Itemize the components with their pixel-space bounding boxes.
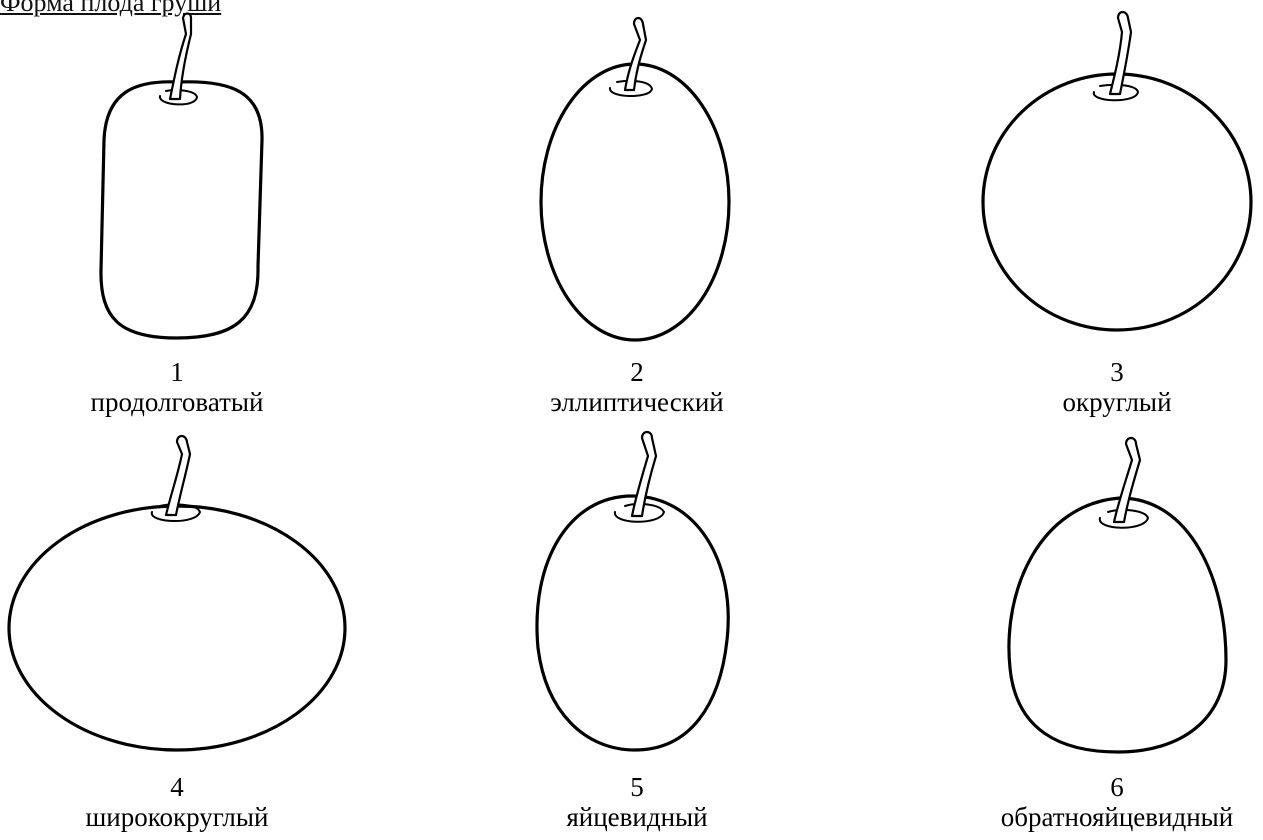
caption-2: 2 эллиптический xyxy=(457,357,817,417)
fruit-5-drawing xyxy=(537,432,728,750)
caption-3: 3 округлый xyxy=(937,357,1263,417)
caption-3-name: округлый xyxy=(937,387,1263,417)
fruit-5-outline xyxy=(537,496,728,750)
fruit-5-stalk xyxy=(632,432,656,516)
caption-1-number: 1 xyxy=(0,357,357,387)
fruit-3-stalk xyxy=(1110,12,1131,94)
fruit-6-stalk xyxy=(1114,438,1140,522)
caption-6-name: обратнояйцевидный xyxy=(937,802,1263,832)
fruit-2-drawing xyxy=(541,18,729,340)
fruit-6-outline xyxy=(1009,498,1226,752)
fruit-2-outline xyxy=(541,64,729,340)
fruit-6-drawing xyxy=(1009,438,1226,752)
caption-5: 5 яйцевидный xyxy=(457,772,817,832)
caption-3-number: 3 xyxy=(937,357,1263,387)
caption-5-number: 5 xyxy=(457,772,817,802)
fruit-1-stalk xyxy=(170,14,191,100)
fruit-3-outline xyxy=(983,74,1251,330)
fruit-4-drawing xyxy=(9,436,345,750)
caption-5-name: яйцевидный xyxy=(457,802,817,832)
caption-4: 4 ширококруглый xyxy=(0,772,357,832)
caption-2-name: эллиптический xyxy=(457,387,817,417)
caption-4-name: ширококруглый xyxy=(0,802,357,832)
caption-6-number: 6 xyxy=(937,772,1263,802)
fruit-4-stalk xyxy=(166,436,190,515)
fruit-1-outline xyxy=(101,82,262,338)
fruit-2-stalk xyxy=(625,18,646,90)
caption-1-name: продолговатый xyxy=(0,387,357,417)
fruit-4-outline xyxy=(9,506,345,750)
fruit-1-drawing xyxy=(101,14,262,339)
fruit-3-drawing xyxy=(983,12,1251,330)
caption-1: 1 продолговатый xyxy=(0,357,357,417)
caption-4-number: 4 xyxy=(0,772,357,802)
caption-2-number: 2 xyxy=(457,357,817,387)
caption-6: 6 обратнояйцевидный xyxy=(937,772,1263,832)
